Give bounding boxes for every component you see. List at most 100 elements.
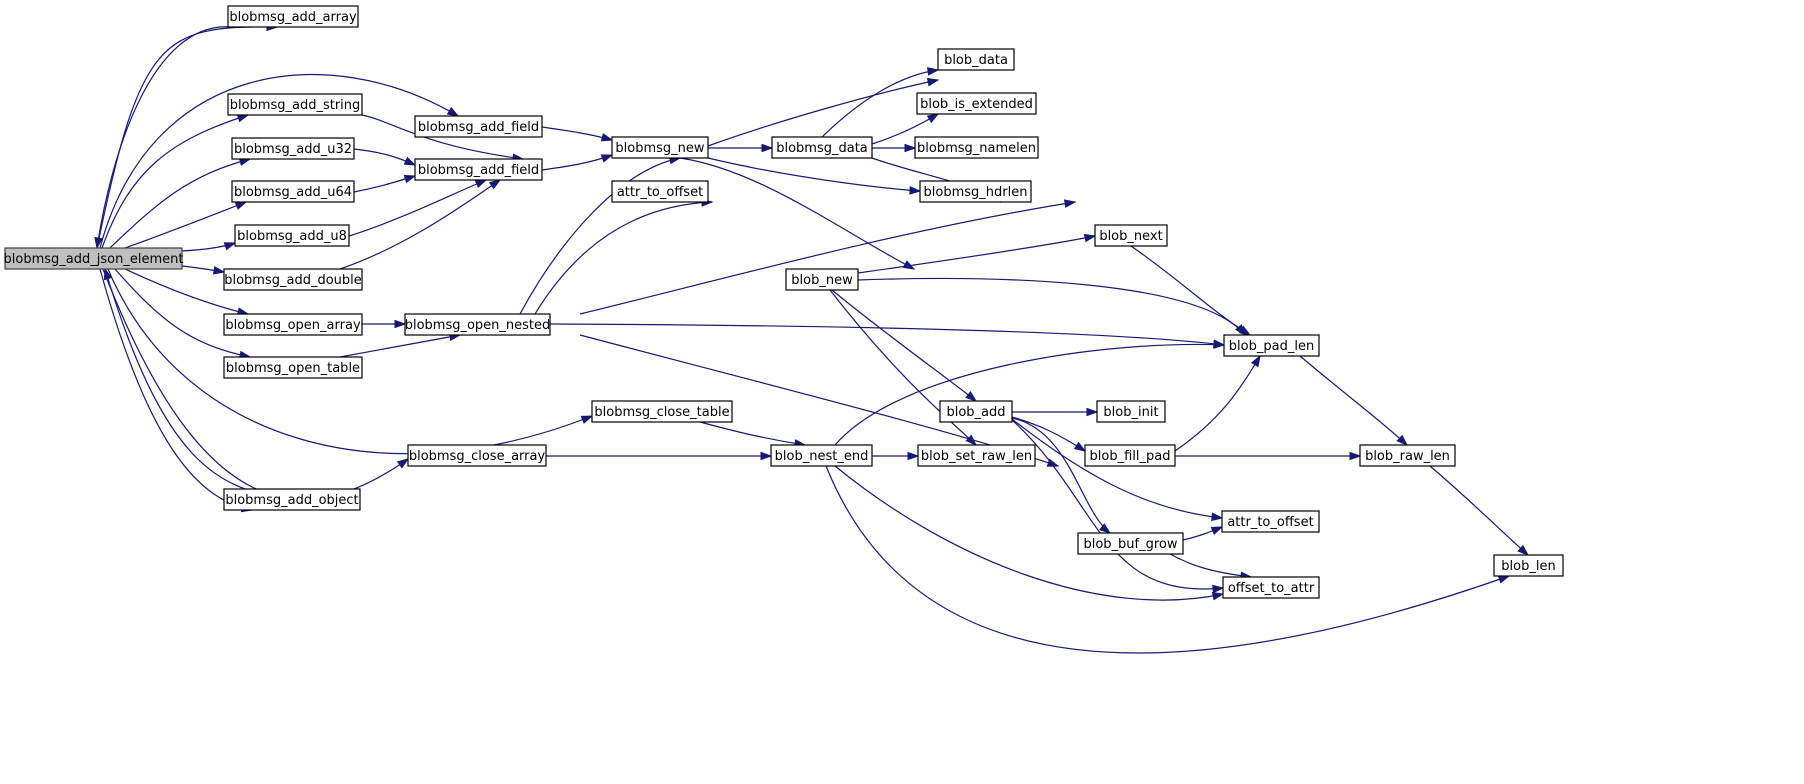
node-blob-pad-len[interactable]: blob_pad_len (1223, 334, 1320, 357)
node-blob-nest-end[interactable]: blob_nest_end (770, 444, 873, 467)
edge-n0-to-n13 (102, 268, 410, 500)
edge-n10-to-n24 (549, 323, 1226, 349)
node-box (407, 444, 547, 467)
edge-line (707, 79, 939, 147)
node-blobmsg-namelen[interactable]: blobmsg_namelen (914, 136, 1039, 159)
edge-n17-to-n19 (871, 113, 940, 145)
node-box (223, 356, 363, 379)
edge-line (857, 277, 1246, 336)
node-box (1493, 554, 1564, 577)
node-blob-len[interactable]: blob_len (1493, 554, 1564, 577)
node-label: blob_new (791, 273, 853, 288)
node-label: blobmsg_add_u8 (237, 229, 347, 244)
node-blobmsg-add-u64[interactable]: blobmsg_add_u64 (231, 180, 355, 203)
node-blob-is-extended[interactable]: blob_is_extended (916, 92, 1037, 115)
edge-arrowhead (926, 113, 940, 124)
edge-arrowhead (965, 391, 978, 402)
node-label: blobmsg_add_u64 (234, 185, 352, 200)
node-box (227, 93, 363, 116)
edge-n15-to-n18 (707, 77, 940, 147)
edge-arrowhead (1073, 441, 1087, 452)
node-attr-to-offset[interactable]: attr_to_offset (1221, 510, 1320, 533)
node-blob-set-raw-len[interactable]: blob_set_raw_len (917, 444, 1036, 467)
node-blobmsg-add-u8[interactable]: blobmsg_add_u8 (234, 224, 350, 247)
edge-n13-to-n29 (546, 451, 773, 461)
node-blobmsg-add-array[interactable]: blobmsg_add_array (227, 5, 359, 28)
edge-arrowhead (223, 242, 237, 251)
edge-arrowhead (396, 458, 410, 469)
edge-arrowhead (94, 236, 103, 250)
node-box (591, 400, 733, 423)
node-label: blobmsg_add_string (230, 98, 361, 113)
edge-arrowhead (600, 154, 614, 163)
node-blob-new[interactable]: blob_new (785, 268, 859, 291)
node-label: offset_to_attr (1228, 581, 1315, 596)
node-blobmsg-add-double[interactable]: blobmsg_add_double (223, 268, 363, 291)
edge-n0-to-n8 (181, 265, 226, 275)
edge-n4-to-n5 (353, 148, 417, 166)
edge-line (96, 26, 233, 249)
node-box (1096, 400, 1166, 423)
edge-arrowhead (236, 114, 250, 123)
node-blob-buf-grow[interactable]: blob_buf_grow (1077, 532, 1184, 555)
node-blobmsg-add-json-element[interactable]: blobmsg_add_json_element (4, 247, 184, 270)
edge-line (348, 179, 487, 237)
edge-arrowhead (446, 106, 460, 117)
node-label: blobmsg_hdrlen (924, 185, 1028, 200)
node-blob-data[interactable]: blob_data (937, 48, 1015, 71)
node-blob-add[interactable]: blob_add (939, 400, 1013, 423)
node-box (227, 5, 359, 28)
node-blobmsg-open-nested[interactable]: blobmsg_open_nested (404, 313, 551, 336)
node-blob-init[interactable]: blob_init (1096, 400, 1166, 423)
node-blobmsg-data[interactable]: blobmsg_data (771, 136, 873, 159)
edge-arrowhead (474, 179, 488, 189)
edge-arrowhead (403, 174, 417, 184)
edge-n17-to-n20 (872, 143, 917, 153)
edge-line (1174, 355, 1261, 452)
edge-arrowhead (1213, 340, 1226, 349)
edge-arrowhead (904, 143, 917, 153)
node-blobmsg-add-object[interactable]: blobmsg_add_object (223, 488, 361, 511)
edge-n0-to-n14 (99, 268, 254, 513)
node-blob-raw-len[interactable]: blob_raw_len (1359, 444, 1456, 467)
node-blobmsg-open-array[interactable]: blobmsg_open_array (223, 313, 363, 336)
node-blobmsg-close-table[interactable]: blobmsg_close_table (591, 400, 733, 423)
node-blobmsg-add-field[interactable]: blobmsg_add_field (414, 115, 543, 138)
node-blobmsg-close-array[interactable]: blobmsg_close_array (407, 444, 547, 467)
node-blobmsg-add-string[interactable]: blobmsg_add_string (227, 93, 363, 116)
edge-line (541, 126, 613, 141)
edge-line (1011, 418, 1223, 519)
edge-n3-to-n15 (541, 126, 614, 142)
edge-n29-to-n30 (872, 451, 920, 461)
edge-n0-to-n2 (101, 114, 250, 249)
node-blobmsg-hdrlen[interactable]: blobmsg_hdrlen (919, 180, 1032, 203)
node-box (917, 444, 1036, 467)
node-blobmsg-add-field[interactable]: blobmsg_add_field (414, 158, 543, 181)
node-box (414, 158, 543, 181)
node-blobmsg-new[interactable]: blobmsg_new (611, 136, 709, 159)
node-box (771, 136, 873, 159)
node-blobmsg-add-u32[interactable]: blobmsg_add_u32 (231, 137, 355, 160)
node-box (1221, 510, 1320, 533)
node-offset-to-attr[interactable]: offset_to_attr (1222, 576, 1320, 599)
node-label: attr_to_offset (617, 185, 703, 200)
edge-line (107, 268, 593, 455)
edge-line (821, 69, 939, 138)
node-blob-next[interactable]: blob_next (1094, 224, 1168, 247)
edge-n15-to-n17 (708, 143, 774, 153)
node-box (611, 136, 709, 159)
edge-n9-to-n10 (362, 319, 407, 329)
edge-n5-to-n15 (541, 154, 614, 171)
edge-n0-to-n3 (99, 73, 460, 249)
edge-arrowhead (488, 179, 502, 190)
node-blobmsg-open-table[interactable]: blobmsg_open_table (223, 356, 363, 379)
node-blob-fill-pad[interactable]: blob_fill_pad (1084, 444, 1176, 467)
node-label: blob_pad_len (1229, 339, 1314, 354)
edge-n0-to-n7 (181, 242, 237, 252)
node-attr-to-offset[interactable]: attr_to_offset (611, 180, 709, 203)
node-box (234, 224, 350, 247)
edge-n8-to-n5 (339, 179, 502, 270)
edge-line (104, 268, 315, 511)
edge-arrowhead (927, 67, 940, 76)
edge-n22-to-n25 (831, 289, 978, 402)
